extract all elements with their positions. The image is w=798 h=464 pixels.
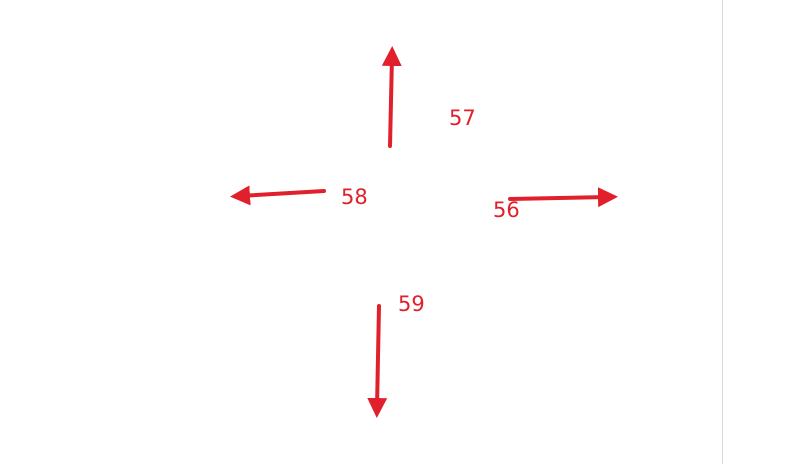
label-right: 56	[493, 198, 520, 222]
arrow-right	[508, 187, 618, 208]
label-down: 59	[398, 292, 425, 316]
arrow-down	[367, 304, 388, 418]
arrow-up	[381, 46, 402, 148]
label-left: 58	[341, 185, 368, 209]
label-up: 57	[449, 106, 476, 130]
canvas-divider	[722, 0, 723, 464]
arrow-left	[230, 185, 326, 206]
